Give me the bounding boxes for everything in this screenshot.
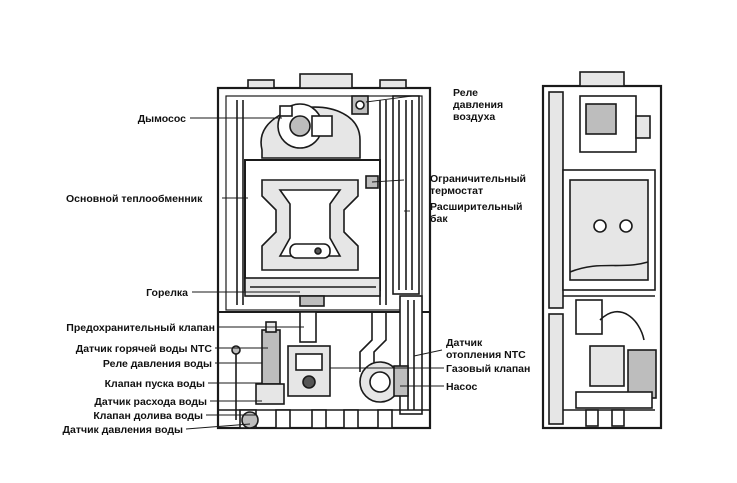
label-water-pressure-sensor: Датчик давления воды [63, 424, 183, 436]
label-heating-ntc-sensor-line2: отопления NTC [446, 349, 526, 361]
label-main-heat-exchanger: Основной теплообменник [66, 193, 203, 205]
label-water-start-valve: Клапан пуска воды [105, 378, 205, 390]
label-dhw-ntc-sensor: Датчик горячей воды NTC [76, 343, 213, 355]
label-water-pressure-relay: Реле давления воды [103, 358, 212, 370]
label-gas-valve: Газовый клапан [446, 363, 530, 375]
label-limit-thermostat-line2: термостат [430, 185, 483, 197]
labels: Дымосос Реле давления воздуха Основной т… [63, 87, 531, 436]
label-expansion-tank-line2: бак [430, 213, 448, 225]
front-inner-frame [225, 95, 423, 311]
label-limit-thermostat-line1: Ограничительный [430, 173, 526, 185]
front-view [216, 73, 432, 430]
label-water-fill-valve: Клапан долива воды [93, 410, 203, 422]
label-air-pressure-relay-line2: давления [453, 99, 503, 111]
flue-outlet [299, 73, 353, 89]
label-smoke-exhauster: Дымосос [138, 113, 186, 125]
label-water-flow-sensor: Датчик расхода воды [94, 396, 207, 408]
label-safety-valve: Предохранительный клапан [66, 322, 215, 334]
leader-lines [185, 95, 444, 430]
label-burner: Горелка [146, 287, 188, 299]
label-air-pressure-relay-line1: Реле [453, 87, 478, 99]
smoke-exhauster-unit [260, 103, 361, 159]
label-heating-ntc-sensor-line1: Датчик [446, 337, 483, 349]
label-expansion-tank-line1: Расширительный [430, 201, 523, 213]
pump-unit [359, 361, 409, 403]
label-pump: Насос [446, 381, 478, 393]
heat-exchanger-unit [244, 159, 381, 291]
side-view [541, 71, 663, 430]
label-air-pressure-relay-line3: воздуха [453, 111, 495, 123]
hydraulic-group [218, 295, 430, 429]
